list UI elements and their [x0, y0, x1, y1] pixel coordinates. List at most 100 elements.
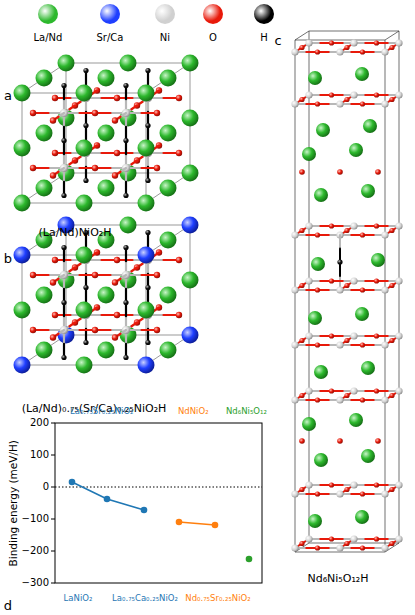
atom [61, 355, 66, 360]
atom [291, 396, 298, 403]
atom [302, 147, 316, 161]
atom [315, 491, 320, 496]
atom [314, 188, 328, 202]
atom [76, 247, 93, 264]
cell-edge [385, 40, 386, 552]
atom [299, 438, 305, 444]
legend-swatch [100, 4, 120, 24]
atom [52, 257, 58, 263]
atom [337, 169, 343, 175]
atom [291, 48, 298, 55]
atom [336, 396, 343, 403]
atom [299, 97, 304, 102]
atom [355, 67, 369, 81]
unit-cell [14, 55, 199, 212]
bond [132, 268, 138, 272]
atom [374, 40, 379, 45]
atom [395, 481, 402, 488]
cell-edge [295, 31, 399, 40]
atom [36, 125, 53, 142]
atom [355, 307, 369, 321]
atom [92, 272, 98, 278]
atom [123, 355, 128, 360]
atom [299, 228, 304, 233]
atom [182, 272, 199, 289]
atom [316, 123, 330, 137]
atom [98, 70, 115, 87]
atom [176, 150, 182, 156]
atom [114, 150, 120, 156]
atom [299, 541, 304, 546]
atom [98, 125, 115, 142]
atom [305, 222, 312, 229]
atom [160, 180, 177, 197]
atom [138, 195, 155, 212]
atom [291, 544, 298, 551]
atom [361, 184, 375, 198]
tick-label: −200 [22, 546, 49, 556]
atom [138, 140, 155, 157]
atom [308, 71, 322, 85]
legend-text: La/Nd [34, 33, 63, 43]
atom [344, 283, 349, 288]
atom [160, 232, 177, 249]
atom [160, 287, 177, 304]
atom [14, 357, 31, 374]
atom [83, 123, 88, 128]
atom [182, 165, 199, 182]
atom [50, 334, 56, 340]
atom [112, 334, 118, 340]
atom [112, 172, 118, 178]
atom [160, 342, 177, 359]
plot-frame [55, 423, 262, 583]
atom [176, 312, 182, 318]
atom [381, 231, 388, 238]
bond [70, 106, 76, 110]
atom [305, 277, 312, 284]
atom [350, 39, 357, 46]
atom [374, 278, 379, 283]
atom [389, 228, 394, 233]
atom [76, 85, 93, 102]
atom [375, 438, 381, 444]
atom [315, 232, 320, 237]
atom [76, 357, 93, 374]
atom [395, 91, 402, 98]
atom [395, 535, 402, 542]
atom [299, 393, 304, 398]
atom [329, 388, 334, 393]
atom [374, 536, 379, 541]
atom [299, 45, 304, 50]
atom [395, 222, 402, 229]
atom [83, 340, 88, 345]
atom [361, 449, 375, 463]
atom [308, 514, 322, 528]
atom [374, 388, 379, 393]
atom [145, 178, 150, 183]
structure-caption: Nd₆Ni₅O₁₂H [307, 573, 368, 584]
legend-text: Sr/Ca [97, 33, 124, 43]
atom [336, 544, 343, 551]
atom [350, 481, 357, 488]
atom [30, 272, 36, 278]
atom [138, 357, 155, 374]
atom [371, 253, 385, 267]
atom [52, 150, 58, 156]
atom [305, 387, 312, 394]
atom [36, 180, 53, 197]
legend-text: H [260, 33, 268, 43]
atom [336, 100, 343, 107]
atom [182, 55, 199, 72]
atom [395, 277, 402, 284]
atom [50, 172, 56, 178]
atom [329, 333, 334, 338]
atom [302, 417, 316, 431]
atom [50, 279, 56, 285]
compound-label: La₀.₇₅Sr₀.₂₅NiO₂ [70, 407, 134, 416]
y-ticks [51, 423, 55, 583]
bond [70, 161, 76, 165]
atom [389, 338, 394, 343]
atom [176, 95, 182, 101]
atom [138, 247, 155, 264]
